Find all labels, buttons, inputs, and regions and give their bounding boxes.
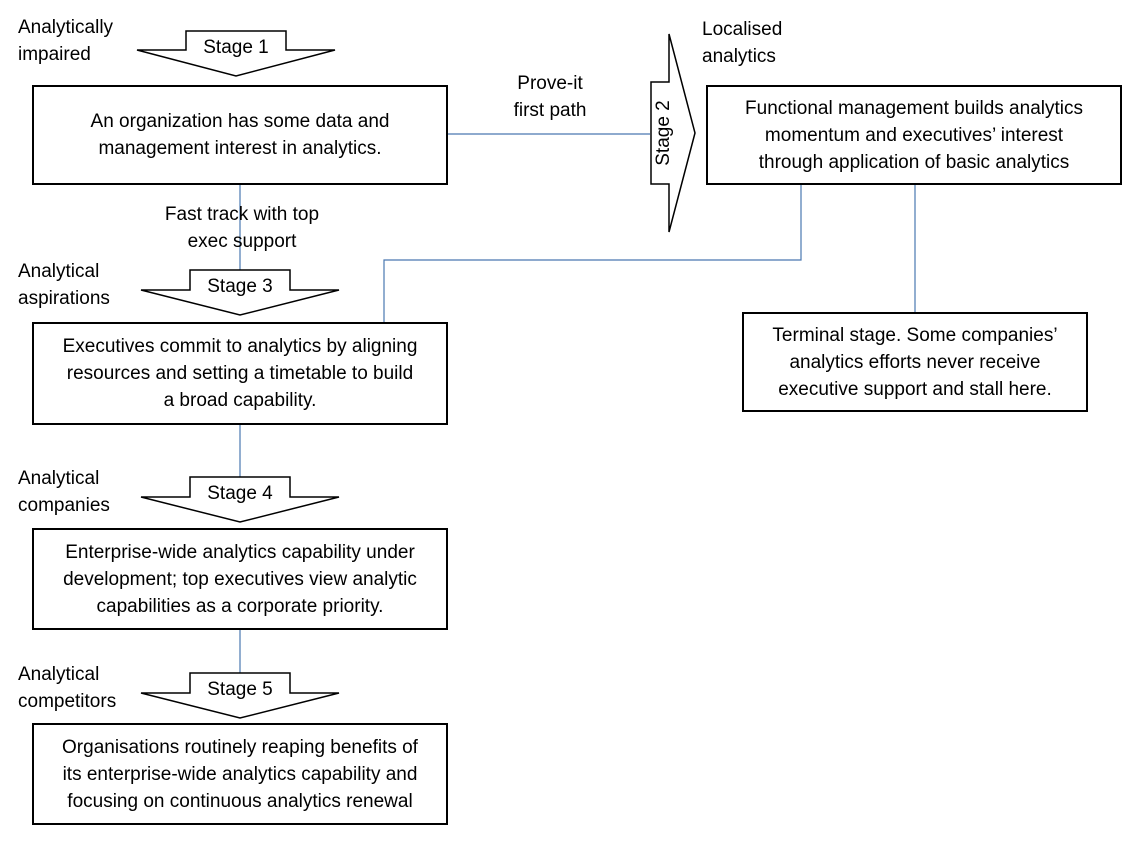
- stage-3-label: Stage 3: [207, 276, 273, 297]
- stage-2-box: Functional management builds analytics m…: [706, 85, 1122, 185]
- level-label-line: Localised: [702, 19, 783, 40]
- level-label-line: impaired: [18, 44, 91, 65]
- box-line: Enterprise-wide analytics capability und…: [65, 541, 415, 563]
- level-label-localised: Localised analytics: [702, 16, 782, 70]
- level-label-line: Analytical: [18, 261, 100, 282]
- stage-2-arrow: [650, 33, 696, 233]
- box-line: development; top executives view analyti…: [63, 568, 417, 590]
- level-label-line: companies: [18, 495, 110, 516]
- stage-5-box: Organisations routinely reaping benefits…: [32, 723, 448, 825]
- stage-4-arrow: [140, 476, 340, 523]
- path-label-line: Prove-it: [517, 73, 583, 94]
- level-label-aspirations: Analytical aspirations: [18, 258, 110, 312]
- box-line: management interest in analytics.: [98, 138, 382, 159]
- stage-2-label: Stage 2: [653, 100, 674, 166]
- level-label-line: analytics: [702, 46, 776, 67]
- stage-3-arrow: [140, 269, 340, 316]
- stage-4-label: Stage 4: [207, 483, 273, 504]
- level-label-line: Analytical: [18, 664, 100, 685]
- box-line: Executives commit to analytics by aligni…: [62, 336, 418, 357]
- terminal-stage-box: Terminal stage. Some companies’ analytic…: [742, 312, 1088, 412]
- box-line: Functional management builds analytics: [745, 97, 1083, 119]
- stage-4-box: Enterprise-wide analytics capability und…: [32, 528, 448, 630]
- box-line: focusing on continuous analytics renewal: [67, 790, 413, 812]
- level-label-competitors: Analytical competitors: [18, 661, 116, 715]
- level-label-impaired: Analytically impaired: [18, 14, 113, 68]
- box-line: Organisations routinely reaping benefits…: [62, 736, 418, 758]
- stage-1-label: Stage 1: [203, 37, 269, 58]
- level-label-line: aspirations: [18, 288, 110, 309]
- stage-3-box: Executives commit to analytics by aligni…: [32, 322, 448, 425]
- box-line: momentum and executives’ interest: [764, 124, 1064, 146]
- box-line: capabilities as a corporate priority.: [96, 595, 384, 617]
- level-label-line: Analytically: [18, 17, 114, 38]
- box-line: through application of basic analytics: [758, 151, 1070, 173]
- connector-b2-to-b3: [383, 185, 802, 322]
- path-label-line: Fast track with top: [164, 204, 320, 225]
- path-label-line: first path: [513, 100, 587, 121]
- level-label-companies: Analytical companies: [18, 465, 110, 519]
- stage-5-arrow: [140, 672, 340, 719]
- path-label-line: exec support: [187, 231, 297, 252]
- stage-1-box: An organization has some data and manage…: [32, 85, 448, 185]
- box-line: analytics efforts never receive: [789, 351, 1041, 373]
- box-line: Terminal stage. Some companies’: [772, 324, 1058, 346]
- level-label-line: Analytical: [18, 468, 100, 489]
- stage-5-label: Stage 5: [207, 679, 273, 700]
- stage-1-arrow: [136, 30, 336, 77]
- box-line: its enterprise-wide analytics capability…: [62, 763, 418, 785]
- box-line: executive support and stall here.: [778, 378, 1052, 400]
- box-line: a broad capability.: [163, 390, 317, 411]
- fast-track-path-label: Fast track with top exec support: [142, 201, 342, 255]
- level-label-line: competitors: [18, 691, 117, 712]
- box-line: An organization has some data and: [90, 111, 390, 132]
- box-line: resources and setting a timetable to bui…: [66, 363, 414, 384]
- prove-it-path-label: Prove-it first path: [490, 70, 610, 124]
